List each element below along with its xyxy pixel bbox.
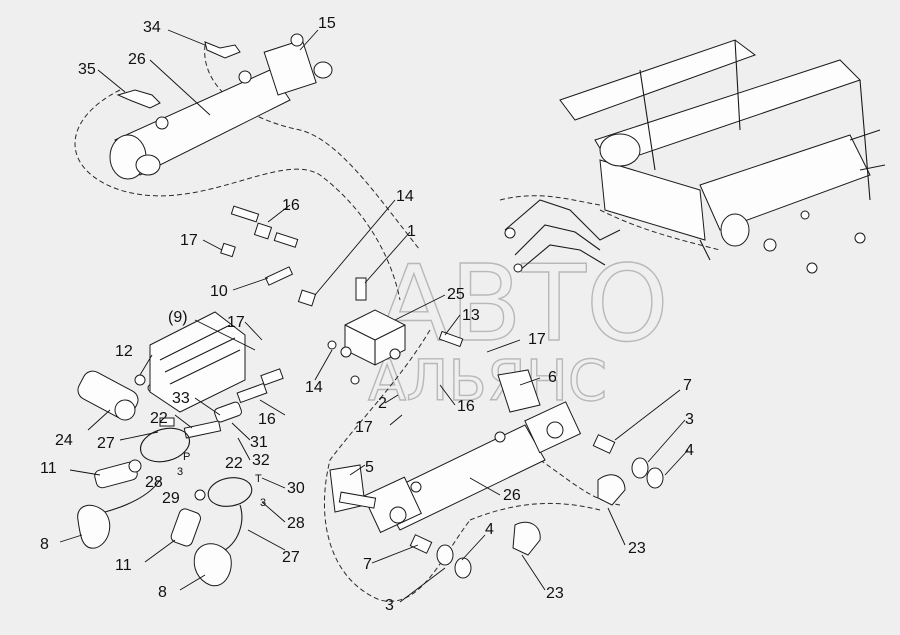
washers-right <box>592 434 664 506</box>
coupling-11-left <box>94 459 142 489</box>
label-27-left: 27 <box>97 435 115 452</box>
label-26-lower: 26 <box>503 487 521 504</box>
label-23-lower: 23 <box>546 585 564 602</box>
label-22-mid: 22 <box>225 455 243 472</box>
dust-cap-8-left <box>77 479 161 549</box>
watermark: АВТО АЛЬЯНС <box>367 242 669 414</box>
tube-assembly <box>504 199 621 273</box>
ring-27-lower <box>207 477 253 507</box>
marking-3-right: 3 <box>260 497 266 509</box>
label-10: 10 <box>210 283 228 300</box>
label-1: 1 <box>407 223 416 240</box>
label-28-left: 28 <box>145 474 163 491</box>
watermark-line2: АЛЬЯНС <box>368 349 607 414</box>
label-26-top: 26 <box>128 51 146 68</box>
label-7-lower: 7 <box>363 556 372 573</box>
label-5: 5 <box>365 459 374 476</box>
label-13: 13 <box>462 307 480 324</box>
label-17-lower: 17 <box>355 419 373 436</box>
label-7-right: 7 <box>683 377 692 394</box>
hose-lines <box>74 44 721 602</box>
label-23-right: 23 <box>628 540 646 557</box>
label-14-mid: 14 <box>305 379 323 396</box>
label-16-top: 16 <box>282 197 300 214</box>
watermark-line1: АВТО <box>378 243 669 365</box>
label-11-lower: 11 <box>115 557 132 574</box>
label-8-left: 8 <box>40 536 49 553</box>
label-16-mid: 16 <box>258 411 276 428</box>
label-17-mid: 17 <box>227 314 245 331</box>
marking-3-left: 3 <box>177 466 183 478</box>
elbow-fitting-35 <box>116 89 161 109</box>
label-24: 24 <box>55 432 73 449</box>
label-28-lower: 28 <box>287 515 305 532</box>
label-4-right: 4 <box>685 442 694 459</box>
label-17-right: 17 <box>528 331 546 348</box>
label-3-lower: 3 <box>385 597 394 614</box>
label-33: 33 <box>172 390 190 407</box>
quick-coupling-24 <box>77 370 139 421</box>
dust-cap-8-lower <box>193 504 243 587</box>
label-2: 2 <box>378 395 387 412</box>
marking-t: T <box>255 473 262 485</box>
label-22-left: 22 <box>150 410 168 427</box>
marking-p: P <box>183 451 190 463</box>
tractor-hitch-frame <box>559 39 886 274</box>
label-4-lower: 4 <box>485 521 494 538</box>
label-27-lower: 27 <box>282 549 300 566</box>
elbow-fitting-34 <box>204 41 241 59</box>
label-6: 6 <box>548 369 557 386</box>
callout-labels: 34 15 35 26 14 16 17 1 10 25 (9) 17 13 1… <box>40 15 694 614</box>
label-25: 25 <box>447 286 465 303</box>
label-9: (9) <box>168 309 188 326</box>
label-31: 31 <box>250 434 268 451</box>
label-35: 35 <box>78 61 96 78</box>
label-34: 34 <box>143 19 161 36</box>
fittings-cluster-upper <box>220 205 317 307</box>
label-15: 15 <box>318 15 336 32</box>
top-cylinder <box>109 33 333 180</box>
label-29: 29 <box>162 490 180 507</box>
valve-block <box>327 277 464 385</box>
plate-9 <box>149 311 246 413</box>
ring-27-left <box>139 427 191 463</box>
bracket-6 <box>497 369 541 413</box>
label-32: 32 <box>252 452 270 469</box>
bracket-5 <box>329 464 377 513</box>
leader-lines <box>59 29 689 603</box>
coupling-11-lower <box>170 489 206 547</box>
label-17-top: 17 <box>180 232 198 249</box>
label-11-left: 11 <box>40 460 57 477</box>
label-16-right: 16 <box>457 398 475 415</box>
label-12: 12 <box>115 343 133 360</box>
lower-cylinder <box>362 401 582 534</box>
hose-fittings-left <box>134 368 284 439</box>
label-14-top: 14 <box>396 188 414 205</box>
label-8-lower: 8 <box>158 584 167 601</box>
label-30: 30 <box>287 480 305 497</box>
label-3-right: 3 <box>685 411 694 428</box>
washers-lower <box>409 521 541 579</box>
